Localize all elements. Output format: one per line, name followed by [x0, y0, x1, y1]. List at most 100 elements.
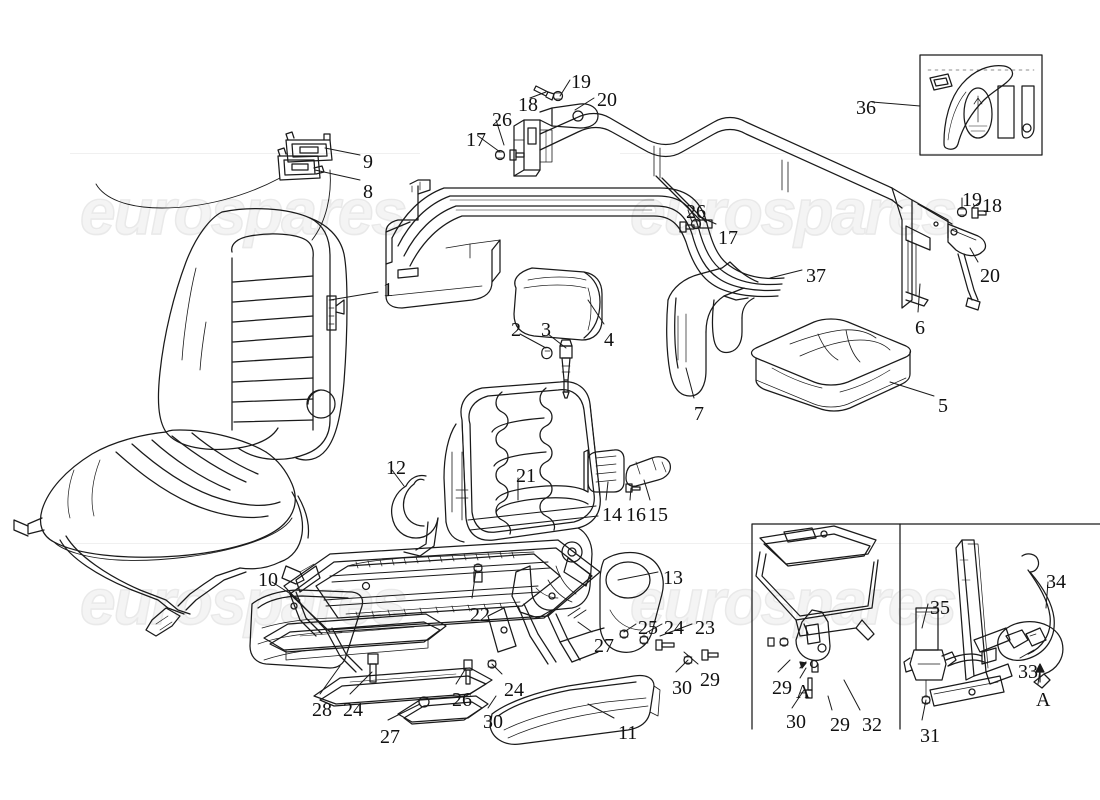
- leader-c2: [519, 333, 547, 349]
- callout-27: 27: [594, 635, 614, 657]
- callout-10: 10: [258, 569, 278, 591]
- callout-33: 33: [1018, 661, 1038, 683]
- callout-26: 26: [452, 689, 472, 711]
- callout-9: 9: [363, 151, 373, 173]
- seat-pan-frame-22: [249, 539, 664, 745]
- leader-c20b: [969, 247, 979, 263]
- callout-20: 20: [980, 265, 1000, 287]
- leader-c20a: [574, 97, 595, 111]
- callout-25: 25: [638, 617, 658, 639]
- leader-c34: [1045, 581, 1049, 609]
- leader-c8: [314, 169, 361, 181]
- leader-c26a: [495, 119, 505, 146]
- leader-c26c: [455, 667, 467, 685]
- leader-c22: [471, 569, 477, 599]
- callout-22: 22: [470, 604, 490, 626]
- leader-c6: [917, 283, 921, 313]
- leader-c27a: [387, 703, 421, 721]
- callout-17: 17: [466, 129, 486, 151]
- callout-5: 5: [938, 395, 948, 417]
- leader-c12: [391, 469, 405, 487]
- backrest-spring-frame-21: [390, 381, 601, 619]
- leader-c30b: [487, 695, 497, 709]
- leader-c19a: [559, 79, 571, 97]
- callout-29: 29: [830, 714, 850, 736]
- upper-frame-assembly: [494, 85, 987, 311]
- callout-30: 30: [786, 711, 806, 733]
- leader-c33: [1019, 649, 1035, 659]
- callout-24: 24: [504, 679, 524, 701]
- leader-c3: [547, 333, 567, 349]
- leader-cA2: [1037, 669, 1041, 685]
- seat-frame-rail-37: [385, 179, 785, 397]
- buckle-trim-parts: [95, 131, 333, 241]
- callout-26: 26: [492, 109, 512, 131]
- callout-20: 20: [597, 89, 617, 111]
- callout-30: 30: [672, 677, 692, 699]
- callout-A: A: [1036, 689, 1051, 711]
- leader-c7: [685, 367, 695, 399]
- leader-c9: [324, 147, 361, 156]
- leader-c16: [629, 487, 632, 501]
- callout-34: 34: [1046, 571, 1066, 593]
- leader-c30c: [791, 689, 805, 709]
- headrest-assembly: [513, 267, 603, 399]
- callout-19: 19: [962, 189, 982, 211]
- callout-14: 14: [602, 504, 622, 526]
- callout-13: 13: [663, 567, 683, 589]
- leader-c24b: [349, 671, 373, 695]
- leader-c30a: [675, 659, 689, 673]
- callout-24: 24: [664, 617, 684, 639]
- callout-2: 2: [511, 319, 521, 341]
- inset-latch-box: [751, 523, 901, 730]
- leader-c29b: [777, 659, 791, 673]
- recliner-handle-parts: [583, 449, 672, 493]
- callout-26: 26: [686, 201, 706, 223]
- callout-35: 35: [930, 597, 950, 619]
- leader-c25: [623, 623, 637, 633]
- leader-c14: [605, 481, 609, 501]
- callout-A: A: [796, 681, 811, 703]
- callout-37: 37: [806, 265, 826, 287]
- seat-cushion-pad-5: [750, 318, 912, 412]
- leader-c11: [587, 703, 615, 719]
- callout-30: 30: [483, 711, 503, 733]
- leader-c15: [643, 479, 651, 501]
- leader-c10: [271, 581, 301, 601]
- callout-17: 17: [718, 227, 738, 249]
- leader-c24c: [491, 663, 503, 675]
- leader-c26b: [687, 209, 693, 223]
- inset-36-box: [919, 54, 1043, 156]
- callout-29: 29: [700, 669, 720, 691]
- leader-c24a: [643, 623, 663, 635]
- callout-36: 36: [856, 97, 876, 119]
- leader-c13: [617, 571, 659, 581]
- callout-32: 32: [862, 714, 882, 736]
- leader-c17a: [477, 135, 501, 153]
- leader-c36: [871, 101, 921, 107]
- leader-c23: [659, 623, 693, 637]
- callout-31: 31: [920, 725, 940, 747]
- callout-18: 18: [982, 195, 1002, 217]
- callout-23: 23: [695, 617, 715, 639]
- callout-27: 27: [380, 726, 400, 748]
- leader-c1: [329, 291, 379, 301]
- callout-16: 16: [626, 504, 646, 526]
- callout-24: 24: [343, 699, 363, 721]
- leader-c27b: [577, 621, 593, 633]
- leader-c18a: [529, 91, 547, 99]
- fastener-cluster-bottom: [367, 607, 719, 708]
- leader-c17b: [699, 216, 717, 225]
- callout-19: 19: [571, 71, 591, 93]
- leader-c35: [921, 603, 929, 629]
- leader-c5: [889, 381, 935, 397]
- leader-c32: [843, 679, 861, 711]
- leader-c29a: [683, 651, 699, 665]
- leader-c4: [587, 299, 605, 325]
- leader-lines: [271, 79, 1049, 721]
- leader-c29c: [827, 695, 833, 711]
- callout-6: 6: [915, 317, 925, 339]
- callout-12: 12: [386, 457, 406, 479]
- callout-18: 18: [518, 94, 538, 116]
